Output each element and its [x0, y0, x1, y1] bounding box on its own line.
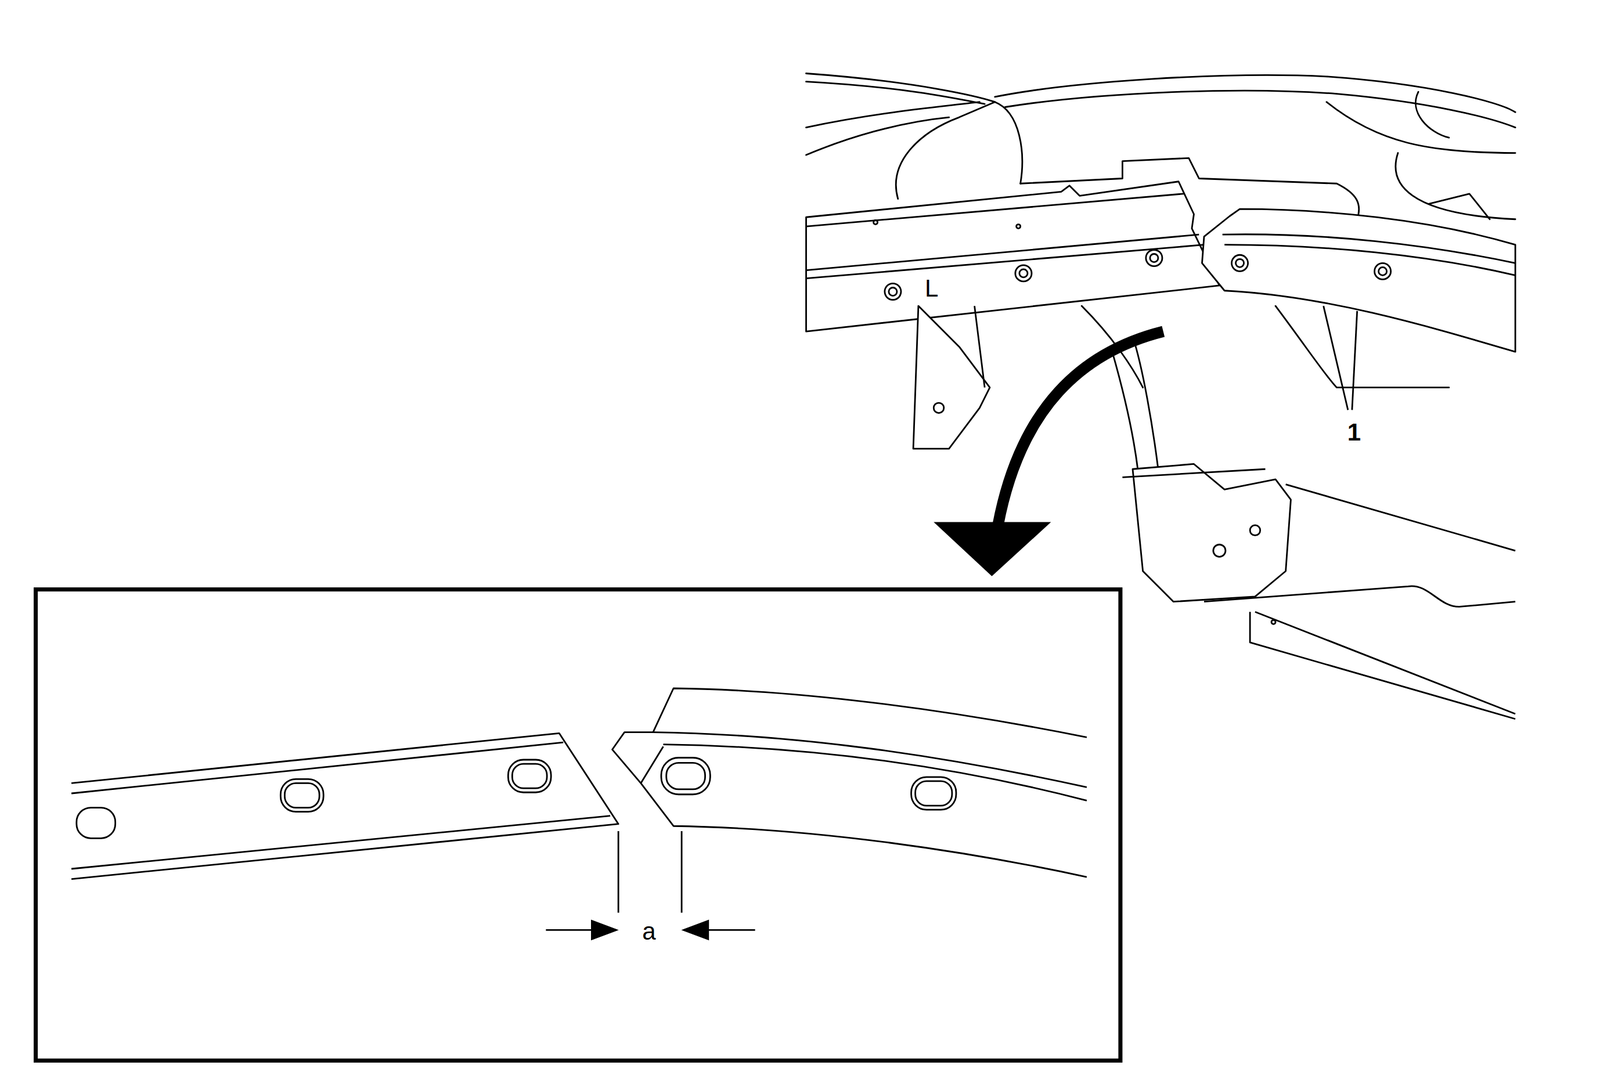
slot	[915, 781, 953, 806]
slot	[666, 762, 706, 790]
bolt	[1249, 525, 1261, 536]
bolt	[1213, 544, 1226, 557]
extension-line	[617, 831, 620, 914]
hole	[1271, 620, 1276, 625]
bolt	[1150, 254, 1159, 263]
bolt	[884, 283, 902, 300]
strut-tower	[895, 102, 1022, 200]
bolt	[1019, 269, 1028, 278]
gas-strut	[1122, 469, 1266, 478]
slot	[507, 759, 551, 793]
fender-line	[1255, 611, 1516, 715]
leader-line	[1323, 305, 1349, 410]
leader-line	[1352, 311, 1358, 410]
left-rail-detail	[71, 733, 619, 879]
rail-edge	[653, 732, 1087, 788]
cowl-line	[1004, 90, 1516, 128]
side-structure	[1415, 91, 1449, 138]
rail-edge	[1222, 234, 1516, 264]
dimension-label: a	[640, 919, 658, 944]
bolt	[933, 402, 944, 414]
hole	[873, 220, 878, 225]
rail-edge	[71, 816, 611, 870]
right-rail-detail	[612, 688, 1087, 878]
wheelhouse-arch	[806, 102, 980, 128]
body-structure	[806, 73, 1516, 388]
bolt	[1235, 258, 1245, 268]
rail-edge	[806, 193, 1184, 227]
rail-outline	[806, 181, 1220, 332]
rail-outline	[1202, 208, 1516, 352]
slot	[512, 764, 547, 789]
slot	[280, 779, 324, 812]
bolt	[888, 287, 897, 296]
side-structure	[1395, 153, 1516, 220]
dimension-line	[545, 929, 597, 932]
bolt	[1374, 262, 1392, 280]
bolt	[1378, 267, 1387, 276]
slot	[661, 757, 711, 795]
dimension-line	[704, 929, 756, 932]
bolt	[1146, 249, 1163, 266]
bolt	[1231, 254, 1248, 272]
hole	[1016, 224, 1021, 229]
left-hinge	[913, 305, 990, 449]
hinge-pillar	[1132, 336, 1159, 470]
slot	[284, 783, 320, 808]
bolt	[1015, 265, 1032, 282]
rail-edge	[71, 742, 564, 794]
side-structure	[1428, 193, 1490, 220]
dimension-arrow	[683, 921, 709, 940]
fender-line	[1249, 611, 1516, 719]
leader-lines	[1323, 305, 1358, 410]
roof-line	[806, 73, 996, 103]
slot	[911, 777, 957, 810]
arrow-shaft	[997, 331, 1164, 526]
upper-right-rail	[1202, 208, 1516, 352]
rail-edge	[806, 234, 1200, 270]
hinge-pillar	[1112, 351, 1138, 470]
rail-side-mark: L	[923, 276, 940, 301]
detail-frame	[35, 589, 1121, 1062]
rail-edge	[1224, 244, 1516, 276]
rail-edge	[662, 744, 1087, 802]
roof-line	[806, 81, 986, 105]
side-structure	[1326, 102, 1516, 154]
upper-left-rail	[806, 181, 1220, 332]
extension-line	[680, 831, 683, 914]
rail-edge	[806, 244, 1205, 279]
rod	[1204, 586, 1516, 608]
left-strut	[974, 305, 986, 388]
detail-rails	[71, 688, 1087, 880]
view-arrow	[933, 331, 1163, 577]
callout-number: 1	[1345, 420, 1363, 445]
rail-edge	[640, 746, 664, 784]
slot	[76, 808, 116, 839]
dimension-arrow	[591, 921, 616, 940]
hinge-plate	[1132, 463, 1291, 602]
fender-line	[1285, 484, 1516, 551]
arrow-head	[933, 522, 1051, 577]
